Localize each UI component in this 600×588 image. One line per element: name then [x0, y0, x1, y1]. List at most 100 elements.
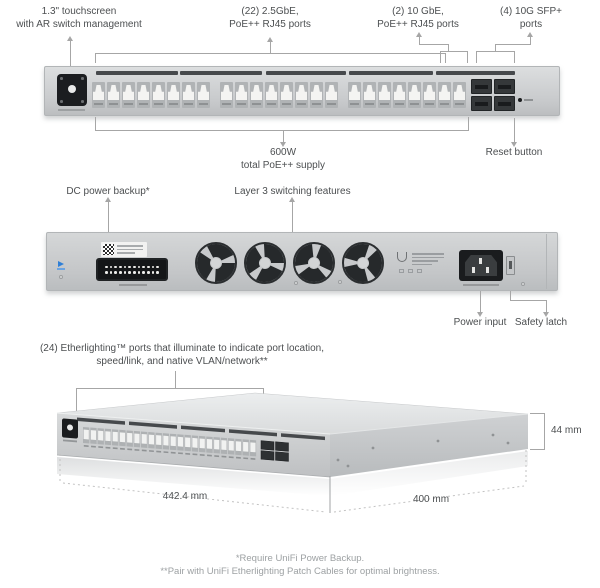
port-number-bar	[365, 103, 374, 105]
callout-line	[95, 117, 96, 130]
etherlighting-strip	[96, 71, 178, 75]
rj45-jack	[266, 85, 277, 100]
rj45-jack	[138, 85, 149, 100]
reset-button	[518, 98, 522, 102]
fan	[293, 242, 335, 284]
sfp-cage	[471, 96, 492, 111]
callout-line	[530, 37, 531, 44]
label-etherlighting: (24) Etherlighting™ ports that illuminat…	[39, 343, 325, 367]
port-number-bar	[184, 103, 193, 105]
touchscreen-dial	[68, 85, 76, 93]
rj45-jack	[296, 85, 307, 100]
callout-line	[70, 41, 71, 66]
label-power-input: Power input	[453, 317, 507, 328]
dc-pin	[119, 271, 122, 274]
port-number-bar	[252, 103, 261, 105]
port-number-bar	[124, 103, 133, 105]
reset-text-bar	[524, 99, 533, 101]
dc-pin	[151, 265, 155, 268]
footnotes: *Require UniFi Power Backup. **Pair with…	[40, 552, 560, 578]
rj45-port-group	[220, 82, 338, 108]
port-number-bar	[410, 103, 419, 105]
dc-pin	[147, 271, 150, 274]
rj45-port	[453, 82, 466, 108]
dc-pin	[133, 265, 136, 268]
rj45-port	[167, 82, 180, 108]
callout-line	[510, 291, 511, 300]
port-number-bar	[282, 103, 291, 105]
inlet-pin	[472, 267, 475, 273]
arrowhead	[416, 32, 422, 37]
rj45-jack	[454, 85, 465, 100]
dim-height: 44 mm	[551, 425, 582, 436]
port-number-bar	[139, 103, 148, 105]
iso-right-face	[330, 414, 528, 477]
dc-pin	[105, 271, 108, 274]
rj45-port	[280, 82, 293, 108]
sticker-text-bar	[117, 248, 143, 250]
etherlighting-strip	[349, 71, 433, 75]
rj45-port	[182, 82, 195, 108]
safety-latch	[506, 256, 515, 275]
weee-mark	[417, 269, 422, 273]
sfp-cage	[494, 79, 515, 94]
callout-line	[419, 44, 449, 45]
rj45-jack	[311, 85, 322, 100]
rj45-port	[423, 82, 436, 108]
rear-panel	[46, 232, 558, 291]
dc-pin	[123, 271, 127, 274]
port-number-bar	[395, 103, 404, 105]
rj45-port	[92, 82, 105, 108]
model-text-bar	[58, 109, 85, 111]
dc-pin	[114, 271, 117, 274]
rj45-jack	[221, 85, 232, 100]
regulatory-text-bar	[412, 260, 438, 262]
dc-pin	[142, 271, 145, 274]
dim-tick	[530, 449, 545, 450]
dc-indicator-icon	[58, 261, 64, 267]
dim-depth: 400 mm	[412, 494, 450, 505]
rj45-jack	[251, 85, 262, 100]
rj45-port-group	[92, 82, 210, 108]
sfp-cage	[494, 96, 515, 111]
regulatory-text-bar	[412, 256, 444, 258]
ce-mark	[399, 269, 404, 273]
dc-pin	[151, 271, 155, 274]
arrowhead	[511, 142, 517, 147]
regulatory-text-bar	[412, 253, 444, 255]
sticker-text-bar	[117, 245, 143, 247]
rj45-port	[250, 82, 263, 108]
port-number-bar	[109, 103, 118, 105]
arrowhead	[543, 312, 549, 317]
rj45-port	[393, 82, 406, 108]
dc-pin	[156, 265, 159, 268]
callout-line	[476, 51, 514, 52]
sfp-port-grid	[471, 79, 517, 112]
rj45-port	[310, 82, 323, 108]
screw	[521, 282, 525, 286]
etherlighting-strip	[180, 71, 262, 75]
rj45-port	[220, 82, 233, 108]
isometric-view	[56, 392, 529, 513]
label-touchscreen: 1.3" touchscreen with AR switch manageme…	[16, 6, 142, 30]
iso-right-face-screws	[336, 433, 510, 468]
arrowhead	[280, 142, 286, 147]
reflection	[330, 451, 528, 496]
rj45-port	[378, 82, 391, 108]
callout-line	[76, 388, 77, 425]
callout-line	[270, 42, 271, 53]
rj45-jack	[281, 85, 292, 100]
sfp-cage	[471, 79, 492, 94]
rj45-jack	[183, 85, 194, 100]
callout-line	[283, 130, 284, 142]
callout-line	[440, 51, 468, 52]
rj45-jack	[349, 85, 360, 100]
dc-pin	[142, 265, 145, 268]
dc-pin	[105, 265, 108, 268]
label-safety-latch: Safety latch	[514, 317, 568, 328]
port-number-bar	[237, 103, 246, 105]
iso-rj45-ports	[83, 427, 257, 460]
dc-indicator-text-bar	[57, 268, 65, 270]
rj45-port	[408, 82, 421, 108]
inlet-pin	[486, 267, 489, 273]
